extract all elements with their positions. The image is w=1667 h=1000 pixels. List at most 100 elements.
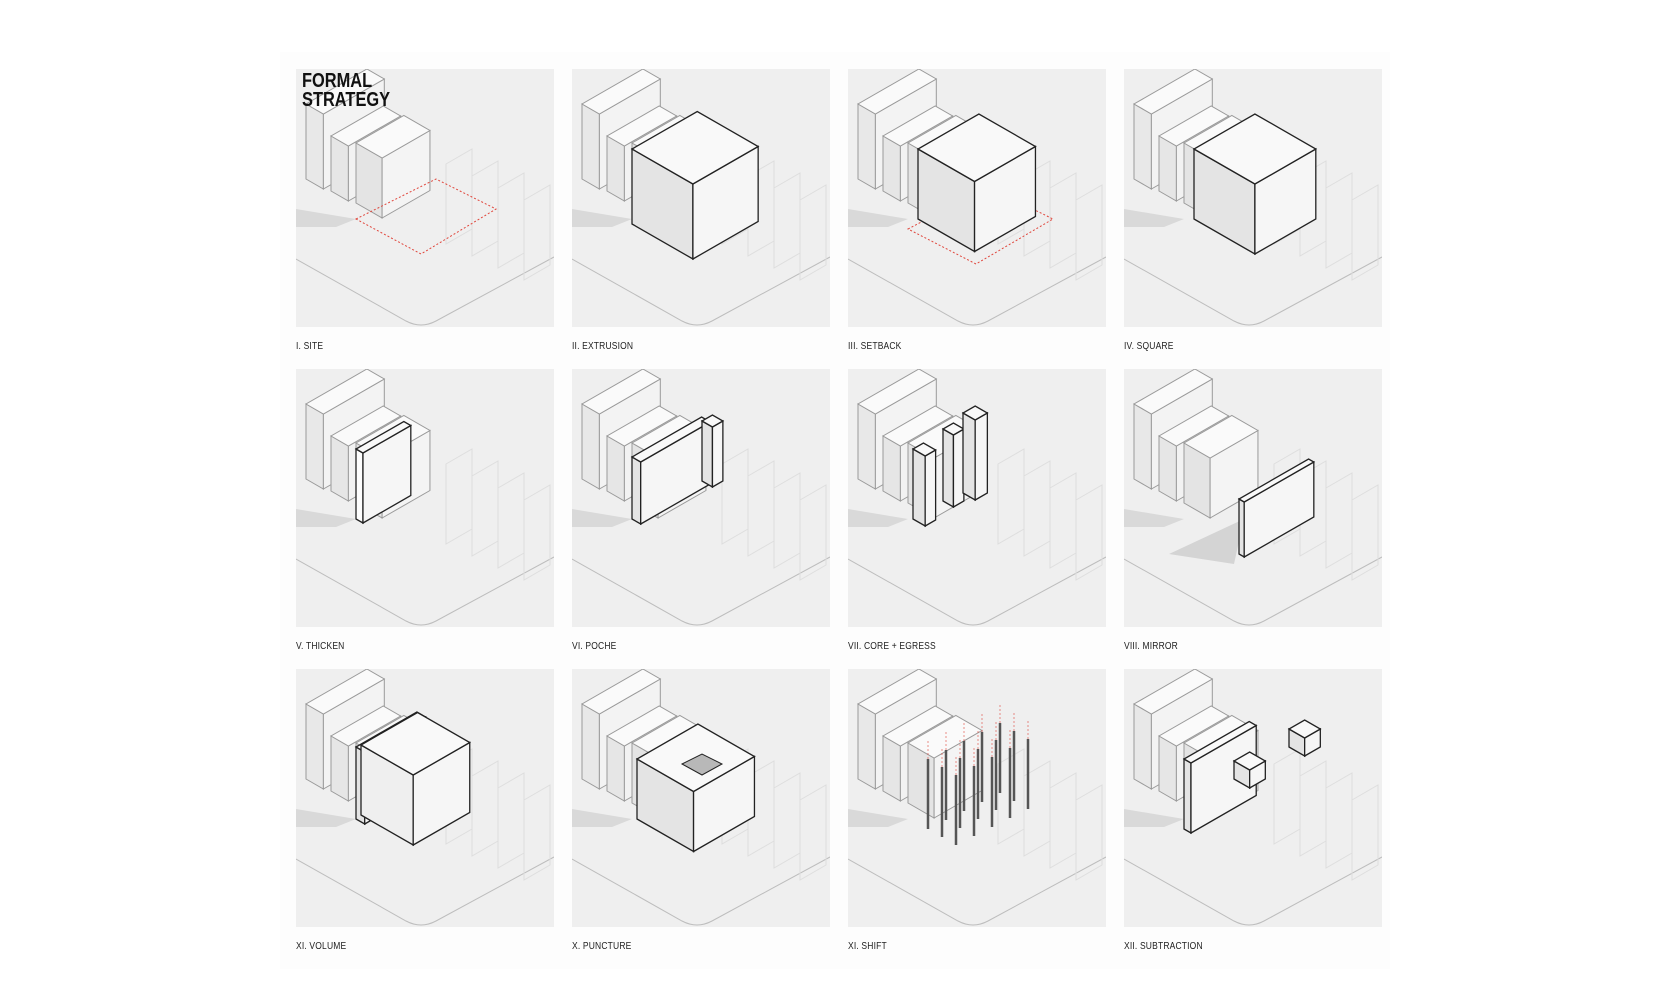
panel-square bbox=[1124, 69, 1382, 327]
caption-volume: XI. VOLUME bbox=[296, 941, 347, 952]
context-building-outline bbox=[773, 472, 801, 569]
street-curb bbox=[1124, 556, 1382, 626]
box-left-face bbox=[305, 103, 324, 190]
context-building-outline bbox=[1325, 472, 1353, 569]
site-context bbox=[296, 369, 554, 626]
context-building-outline bbox=[1351, 784, 1379, 881]
caption-mirror: VIII. MIRROR bbox=[1124, 641, 1178, 652]
subtraction-wall bbox=[1182, 720, 1258, 835]
street-curb bbox=[848, 856, 1106, 926]
box-top-face bbox=[856, 669, 938, 715]
isometric-drawing bbox=[1124, 369, 1382, 626]
caption-extrusion: II. EXTRUSION bbox=[572, 341, 634, 352]
panel-core-egress bbox=[848, 369, 1106, 627]
mirrored-wall bbox=[1237, 458, 1316, 559]
box-left-face bbox=[355, 447, 364, 525]
box-left-face bbox=[857, 403, 876, 490]
box-left-face bbox=[857, 103, 876, 190]
box-top-face bbox=[605, 705, 678, 747]
context-building-outline bbox=[471, 460, 499, 557]
box-left-face bbox=[606, 435, 625, 502]
box-left-face bbox=[581, 103, 600, 190]
box-right-face bbox=[711, 419, 724, 489]
context-building-outline bbox=[1325, 172, 1353, 269]
thickened-wall bbox=[354, 420, 413, 525]
street-curb bbox=[572, 856, 830, 926]
box-top-face bbox=[1192, 113, 1318, 185]
box-left-face bbox=[631, 455, 642, 526]
caption-shift: XI. SHIFT bbox=[848, 941, 887, 952]
box-top-face bbox=[1157, 405, 1230, 447]
box-top-face bbox=[700, 414, 725, 428]
box-top-face bbox=[304, 669, 386, 715]
site-context bbox=[572, 369, 830, 626]
box-left-face bbox=[882, 735, 901, 802]
box-top-face bbox=[1182, 720, 1258, 764]
context-building-outline bbox=[1325, 772, 1353, 869]
caption-site: I. SITE bbox=[296, 341, 324, 352]
ground-shadow bbox=[296, 209, 356, 227]
box-top-face bbox=[304, 69, 386, 115]
caption-puncture: X. PUNCTURE bbox=[572, 941, 632, 952]
box-top-face bbox=[1157, 705, 1230, 747]
street-curb bbox=[1124, 856, 1382, 926]
context-building-outline bbox=[1075, 784, 1103, 881]
box-top-face bbox=[354, 420, 413, 454]
box-left-face bbox=[912, 447, 926, 528]
box-right-face bbox=[952, 427, 965, 509]
poche-pier bbox=[700, 414, 725, 489]
box-left-face bbox=[305, 703, 324, 790]
context-building-outline bbox=[497, 772, 525, 869]
street-curb bbox=[572, 256, 830, 326]
context-building-outline bbox=[523, 184, 551, 281]
box-left-face bbox=[1133, 403, 1152, 490]
puncture-opening bbox=[680, 753, 724, 776]
box-left-face bbox=[1158, 735, 1177, 802]
box-top-face bbox=[359, 711, 472, 776]
isometric-drawing bbox=[572, 669, 830, 926]
street-curb bbox=[848, 256, 1106, 326]
site-context bbox=[296, 69, 554, 326]
box-left-face bbox=[942, 427, 955, 509]
context-building-outline bbox=[773, 172, 801, 269]
ground-shadow bbox=[1124, 509, 1184, 527]
context-building-outline bbox=[1075, 184, 1103, 281]
box-top-face bbox=[580, 369, 662, 415]
street-curb bbox=[1124, 256, 1382, 326]
neighbour-block bbox=[354, 114, 431, 219]
volume-mass bbox=[359, 711, 472, 847]
box-top-face bbox=[856, 69, 938, 115]
box-left-face bbox=[1158, 135, 1177, 202]
site-context bbox=[1124, 369, 1382, 626]
box-top-face bbox=[1157, 105, 1230, 147]
ground-shadow bbox=[572, 209, 632, 227]
isometric-drawing bbox=[1124, 669, 1382, 926]
street-curb bbox=[296, 256, 554, 326]
box-left-face bbox=[305, 403, 324, 490]
isometric-drawing bbox=[572, 369, 830, 626]
caption-square: IV. SQUARE bbox=[1124, 341, 1174, 352]
title-line-1: FORMAL bbox=[302, 70, 373, 92]
panel-subtraction bbox=[1124, 669, 1382, 927]
box-left-face bbox=[1133, 703, 1152, 790]
context-building-outline bbox=[747, 460, 775, 557]
box-top-face bbox=[354, 114, 431, 159]
box-top-face bbox=[329, 105, 402, 147]
isometric-drawing bbox=[296, 669, 554, 926]
box-top-face bbox=[1132, 369, 1214, 415]
box-left-face bbox=[1183, 757, 1192, 835]
square-mass bbox=[1192, 113, 1318, 256]
panel-volume bbox=[296, 669, 554, 927]
box-left-face bbox=[1238, 497, 1245, 559]
mirror-shadow bbox=[1169, 519, 1244, 564]
box-top-face bbox=[1132, 69, 1214, 115]
box-top-face bbox=[961, 405, 989, 421]
box-left-face bbox=[857, 703, 876, 790]
ground-shadow bbox=[572, 509, 632, 527]
page-title: FORMAL STRATEGY bbox=[302, 70, 390, 110]
caption-subtraction: XII. SUBTRACTION bbox=[1124, 941, 1203, 952]
context-building-outline bbox=[799, 184, 827, 281]
ground-shadow bbox=[848, 509, 908, 527]
context-building-outline bbox=[1075, 484, 1103, 581]
context-building-outline bbox=[1049, 772, 1077, 869]
